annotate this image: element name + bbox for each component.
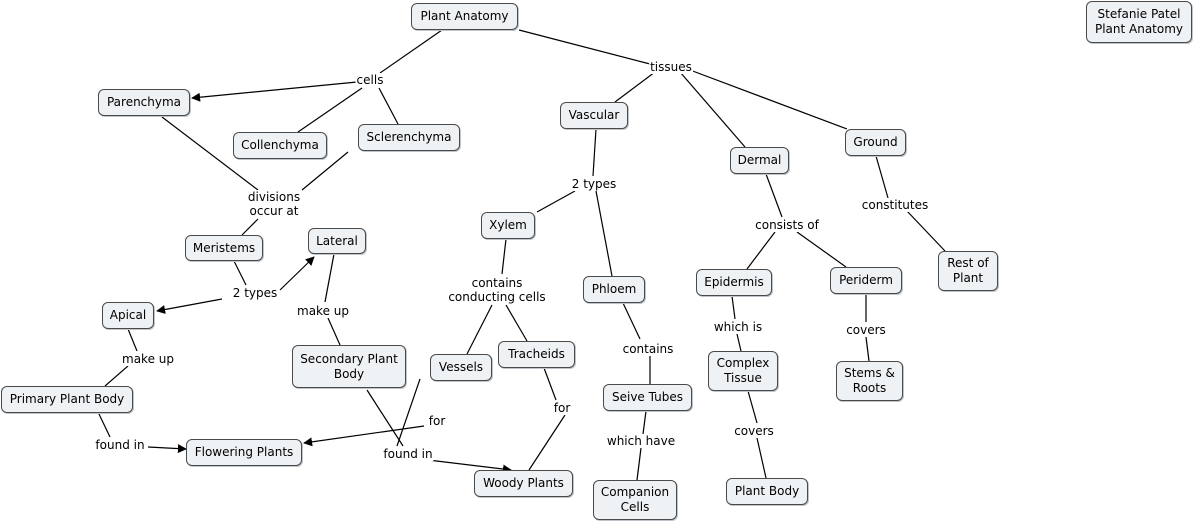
link-for-vessels: for bbox=[427, 414, 447, 428]
node-periderm[interactable]: Periderm bbox=[830, 267, 902, 294]
node-seive-tubes[interactable]: Seive Tubes bbox=[603, 384, 692, 411]
node-dermal[interactable]: Dermal bbox=[730, 147, 789, 174]
connector-line bbox=[161, 116, 259, 191]
link-2-types-meristems: 2 types bbox=[231, 286, 279, 300]
node-parenchyma[interactable]: Parenchyma bbox=[98, 89, 190, 116]
node-stems-roots[interactable]: Stems & Roots bbox=[836, 361, 903, 401]
connector-arrow bbox=[279, 256, 315, 291]
connector-line bbox=[622, 302, 641, 340]
connector-line bbox=[104, 365, 129, 387]
node-complex-tissue[interactable]: Complex Tissue bbox=[708, 351, 778, 391]
connector-line bbox=[865, 336, 870, 362]
link-found-in-primary: found in bbox=[94, 438, 146, 452]
connector-line bbox=[233, 260, 247, 286]
link-tissues: tissues bbox=[649, 60, 693, 74]
connector-arrow bbox=[419, 458, 512, 474]
connector-line bbox=[301, 151, 349, 191]
node-apical[interactable]: Apical bbox=[102, 302, 154, 329]
link-divisions-occur-at: divisions occur at bbox=[246, 190, 302, 218]
node-primary-plant-body[interactable]: Primary Plant Body bbox=[1, 386, 133, 413]
connector-line bbox=[379, 29, 443, 74]
link-which-have: which have bbox=[605, 434, 677, 448]
node-rest-of-plant[interactable]: Rest of Plant bbox=[938, 251, 998, 291]
connector-line bbox=[765, 173, 783, 218]
link-covers-complex: covers bbox=[733, 424, 775, 438]
connector-line bbox=[731, 295, 736, 320]
node-vascular[interactable]: Vascular bbox=[560, 102, 628, 129]
link-covers-periderm: covers bbox=[845, 323, 887, 337]
connector-arrow bbox=[303, 425, 425, 447]
connector-line bbox=[543, 367, 557, 401]
link-make-up-lateral: make up bbox=[296, 304, 350, 318]
connector-line bbox=[595, 190, 613, 277]
connector-line bbox=[466, 304, 493, 355]
node-meristems[interactable]: Meristems bbox=[185, 235, 263, 261]
link-consists-of: consists of bbox=[754, 218, 820, 232]
connector-line bbox=[528, 414, 566, 471]
link-contains-conducting-cells: contains conducting cells bbox=[447, 276, 547, 304]
node-plant-body[interactable]: Plant Body bbox=[726, 478, 808, 505]
connector-line bbox=[642, 410, 647, 435]
connector-line bbox=[505, 304, 528, 342]
connector-arrow bbox=[191, 81, 358, 102]
connector-line bbox=[875, 155, 889, 199]
link-contains-phloem: contains bbox=[621, 342, 675, 356]
connector-line bbox=[747, 390, 758, 424]
connector-line bbox=[518, 29, 651, 65]
link-cells: cells bbox=[355, 73, 385, 87]
node-tracheids[interactable]: Tracheids bbox=[498, 341, 575, 368]
connector-line bbox=[366, 389, 404, 447]
connector-line bbox=[679, 71, 746, 148]
connector-line bbox=[501, 238, 507, 275]
connector-arrow bbox=[156, 298, 223, 314]
node-companion-cells[interactable]: Companion Cells bbox=[593, 480, 677, 520]
connector-line bbox=[297, 87, 363, 133]
connector-line bbox=[241, 218, 259, 236]
connector-line bbox=[756, 437, 767, 479]
connector-line bbox=[689, 69, 848, 130]
connector-line bbox=[796, 231, 847, 268]
connector-arrow bbox=[147, 444, 187, 454]
node-secondary-plant-body[interactable]: Secondary Plant Body bbox=[292, 345, 406, 388]
node-author[interactable]: Stefanie Patel Plant Anatomy bbox=[1086, 1, 1192, 43]
connector-line bbox=[97, 411, 111, 438]
connector-line bbox=[614, 71, 656, 103]
connector-line bbox=[396, 378, 421, 447]
link-for-tracheids: for bbox=[552, 401, 572, 415]
link-2-types-vascular: 2 types bbox=[570, 177, 618, 191]
connector-line bbox=[736, 333, 742, 352]
node-vessels[interactable]: Vessels bbox=[430, 354, 492, 381]
node-collenchyma[interactable]: Collenchyma bbox=[233, 132, 327, 159]
connector-line bbox=[636, 447, 642, 481]
link-make-up-apical: make up bbox=[121, 352, 175, 366]
node-sclerenchyma[interactable]: Sclerenchyma bbox=[358, 124, 460, 151]
node-plant-anatomy[interactable]: Plant Anatomy bbox=[411, 3, 518, 30]
connector-line bbox=[327, 317, 341, 346]
connector-line bbox=[592, 128, 597, 177]
connector-line bbox=[324, 253, 335, 303]
connector-line bbox=[536, 190, 576, 213]
connector-line bbox=[746, 231, 776, 270]
node-lateral[interactable]: Lateral bbox=[308, 228, 366, 254]
node-ground[interactable]: Ground bbox=[845, 129, 906, 156]
node-xylem[interactable]: Xylem bbox=[481, 212, 535, 239]
node-woody-plants[interactable]: Woody Plants bbox=[474, 470, 573, 497]
link-found-in-secondary: found in bbox=[382, 447, 434, 461]
connector-line bbox=[127, 328, 138, 352]
node-phloem[interactable]: Phloem bbox=[583, 276, 645, 303]
node-epidermis[interactable]: Epidermis bbox=[696, 269, 772, 296]
link-which-is: which is bbox=[712, 320, 764, 334]
node-flowering-plants[interactable]: Flowering Plants bbox=[186, 439, 302, 466]
link-constitutes: constitutes bbox=[860, 198, 930, 212]
connector-line bbox=[906, 210, 946, 252]
connector-line bbox=[378, 87, 399, 125]
